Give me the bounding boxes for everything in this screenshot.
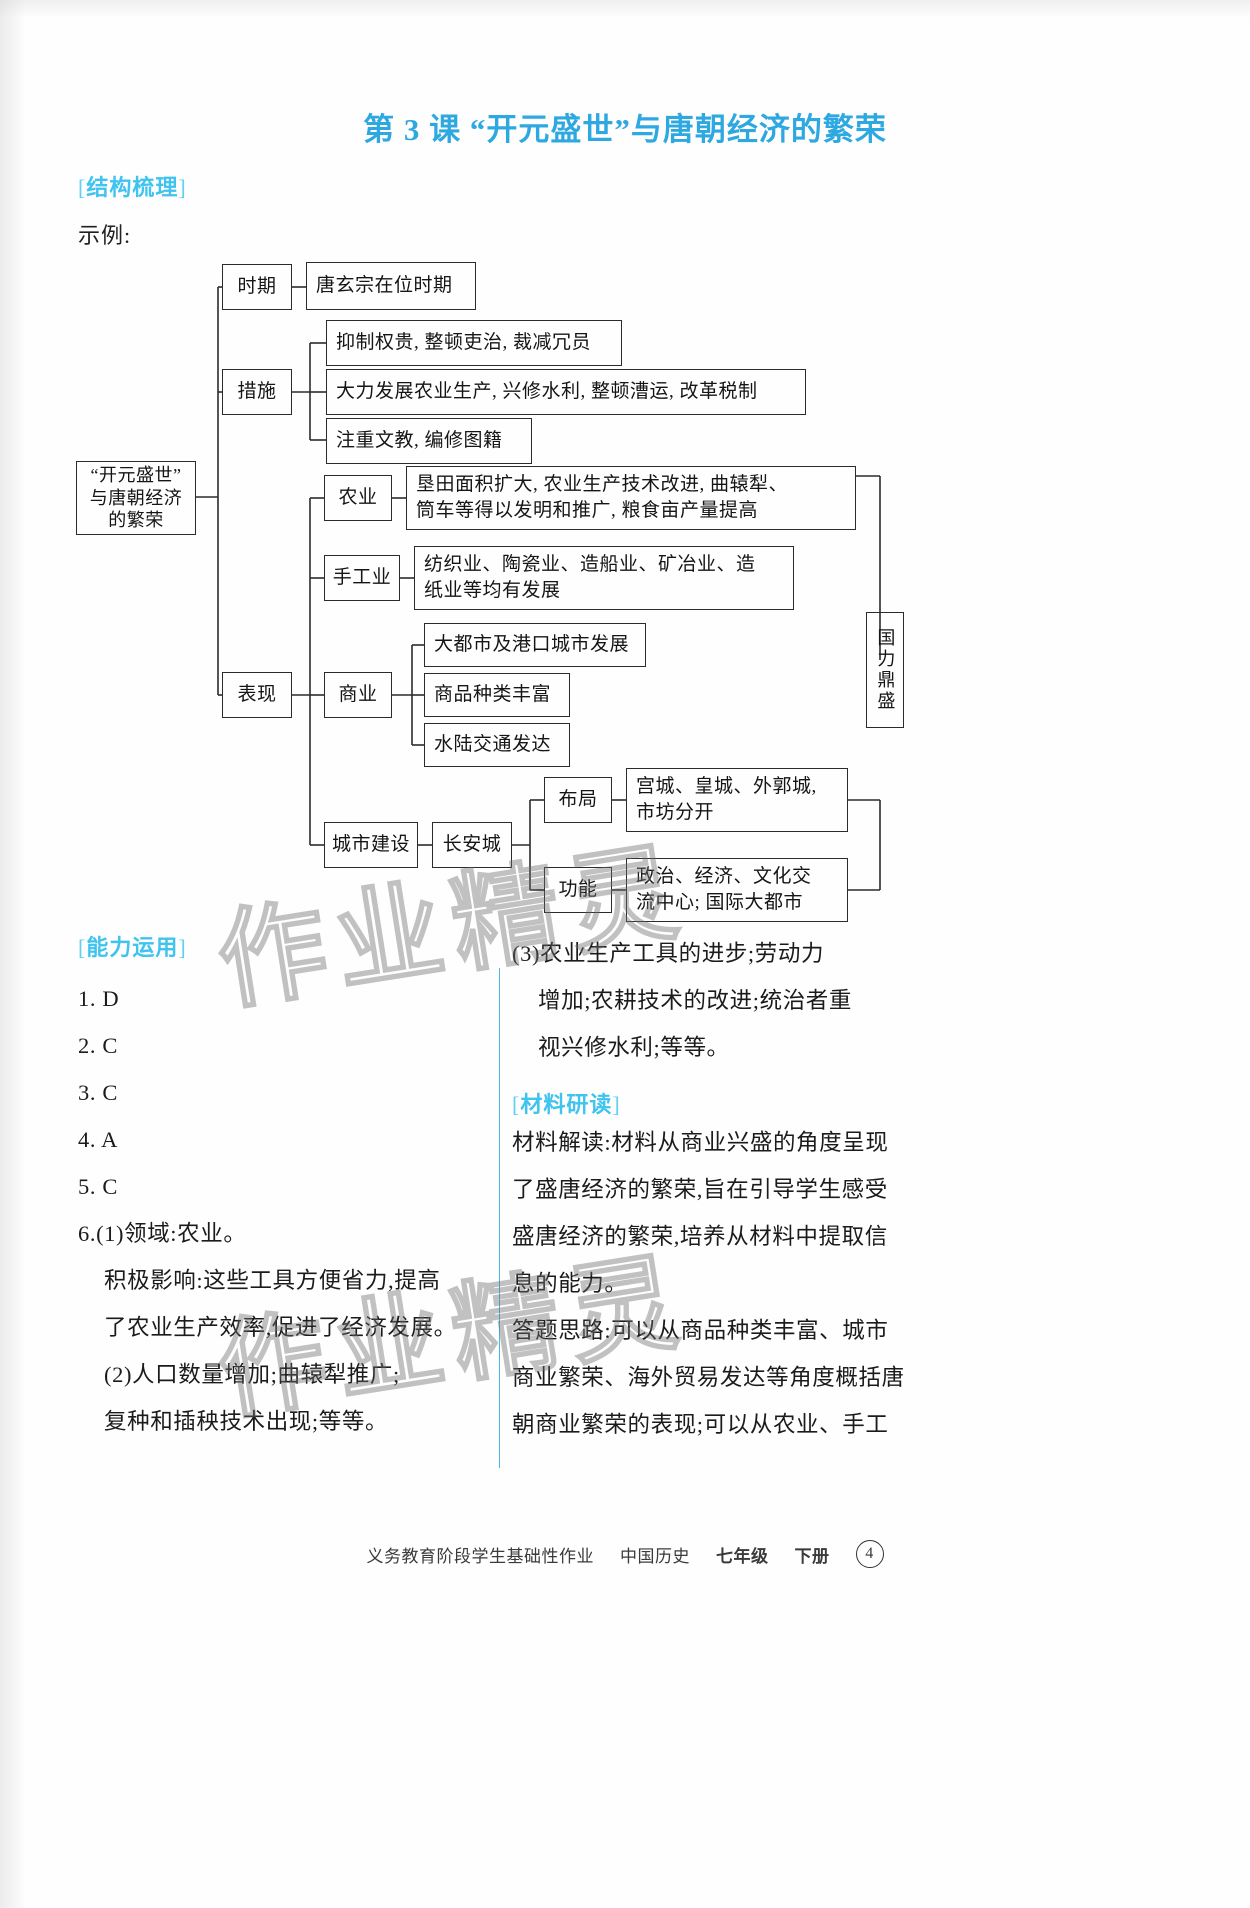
diagram-node-commerce-item-3: 水陆交通发达 — [424, 723, 570, 767]
diagram-node-function-text: 政治、经济、文化交 流中心; 国际大都市 — [626, 858, 848, 922]
answer-number: 3. — [78, 1080, 97, 1105]
diagram-node-handicraft-label: 手工业 — [324, 555, 400, 601]
root-line-3: 的繁荣 — [108, 510, 164, 531]
diagram-node-outcome: 国力鼎盛 — [866, 612, 904, 728]
answers-column-left: 1. D 2. C 3. C 4. A 5. C 6.(1)领域:农业。 积极影… — [78, 975, 478, 1445]
diagram-node-layout-text: 宫城、皇城、外郭城, 市坊分开 — [626, 768, 848, 832]
answer-number: 5. — [78, 1174, 97, 1199]
answer-value: C — [102, 1033, 118, 1058]
bracket-open: [ — [512, 1092, 521, 1117]
page-footer: 义务教育阶段学生基础性作业 中国历史 七年级 下册 4 — [0, 1540, 1250, 1568]
layout-line-1: 宫城、皇城、外郭城, — [636, 775, 817, 797]
answer-value: A — [101, 1127, 118, 1152]
footer-subject: 中国历史 — [620, 1546, 690, 1566]
diagram-node-commerce-item-2: 商品种类丰富 — [424, 673, 570, 717]
column-divider — [499, 968, 500, 1468]
page-title: 第 3 课 “开元盛世”与唐朝经济的繁荣 — [363, 112, 887, 147]
answer-number: 1. — [78, 986, 97, 1011]
diagram-node-commerce-label: 商业 — [324, 672, 392, 718]
diagram-node-manifest-label: 表现 — [222, 672, 292, 718]
bracket-open: [ — [78, 175, 87, 200]
diagram-node-measure-2: 大力发展农业生产, 兴修水利, 整顿漕运, 改革税制 — [326, 369, 806, 415]
diagram-node-root: “开元盛世” 与唐朝经济 的繁荣 — [76, 461, 196, 535]
answer-q6-line: 复种和插秧技术出现;等等。 — [104, 1409, 389, 1434]
footer-page-number: 4 — [855, 1540, 884, 1568]
diagram-node-handicraft-text: 纺织业、陶瓷业、造船业、矿冶业、造 纸业等均有发展 — [414, 546, 794, 610]
section-header-structure: [结构梳理] — [78, 170, 187, 202]
answer-row: 1. D — [78, 975, 478, 1022]
section-header-material: [材料研读] — [512, 1081, 944, 1129]
example-label: 示例: — [78, 223, 132, 248]
answer-number: 4. — [78, 1127, 97, 1152]
answers-column-right: (3)农业生产工具的进步;劳动力 增加;农耕技术的改进;统治者重 视兴修水利;等… — [512, 930, 944, 1448]
material-line: 盛唐经济的繁荣,培养从材料中提取信 — [512, 1224, 888, 1249]
section-header-ability: [能力运用] — [78, 930, 187, 962]
diagram-node-urban-label: 城市建设 — [324, 822, 418, 868]
answer-row: 4. A — [78, 1116, 478, 1163]
answer-q6-line: 6.(1)领域:农业。 — [78, 1221, 247, 1246]
diagram-node-measure-1: 抑制权贵, 整顿吏治, 裁减冗员 — [326, 320, 622, 366]
section-label-ability: 能力运用 — [86, 935, 179, 960]
material-line: 朝商业繁荣的表现;可以从农业、手工 — [512, 1412, 889, 1437]
root-line-1: “开元盛世” — [90, 465, 182, 486]
answer-q6-right-line: 增加;农耕技术的改进;统治者重 — [538, 988, 853, 1013]
answer-row: 5. C — [78, 1163, 478, 1210]
footer-volume: 下册 — [794, 1546, 830, 1566]
diagram-node-changan-label: 长安城 — [432, 822, 512, 868]
function-line-1: 政治、经济、文化交 — [636, 865, 812, 887]
answer-q6-line: 了农业生产效率,促进了经济发展。 — [104, 1315, 457, 1340]
diagram-node-function-label: 功能 — [544, 867, 612, 913]
agriculture-line-2: 筒车等得以发明和推广, 粮食亩产量提高 — [416, 500, 759, 521]
handicraft-line-2: 纸业等均有发展 — [424, 580, 561, 601]
material-line: 息的能力。 — [512, 1271, 628, 1296]
answer-value: D — [102, 986, 120, 1011]
bracket-open: [ — [78, 935, 87, 960]
section-label-material: 材料研读 — [520, 1092, 613, 1117]
answer-q6-line: 积极影响:这些工具方便省力,提高 — [104, 1268, 441, 1293]
structure-diagram: “开元盛世” 与唐朝经济 的繁荣 时期 唐玄宗在位时期 措施 抑制权贵, 整顿吏… — [0, 240, 1250, 922]
diagram-node-measures-label: 措施 — [222, 369, 292, 415]
bracket-close: ] — [612, 1092, 621, 1117]
layout-line-2: 市坊分开 — [636, 802, 715, 823]
diagram-node-agriculture-label: 农业 — [324, 475, 392, 521]
footer-grade: 七年级 — [716, 1546, 769, 1566]
answer-row: 2. C — [78, 1022, 478, 1069]
root-line-2: 与唐朝经济 — [89, 487, 183, 508]
diagram-node-period-value: 唐玄宗在位时期 — [306, 262, 476, 310]
diagram-node-layout-label: 布局 — [544, 777, 612, 823]
material-line: 材料解读:材料从商业兴盛的角度呈现 — [512, 1130, 889, 1155]
answer-q6-right-line: (3)农业生产工具的进步;劳动力 — [512, 941, 825, 966]
material-line: 了盛唐经济的繁荣,旨在引导学生感受 — [512, 1177, 888, 1202]
diagram-node-commerce-item-1: 大都市及港口城市发展 — [424, 623, 646, 667]
bracket-close: ] — [178, 935, 187, 960]
function-line-2: 流中心; 国际大都市 — [636, 892, 804, 913]
answer-value: C — [102, 1080, 118, 1105]
page-edge-shadow-left — [0, 0, 26, 1908]
section-label-structure: 结构梳理 — [86, 175, 179, 200]
answer-number: 2. — [78, 1033, 97, 1058]
handicraft-line-1: 纺织业、陶瓷业、造船业、矿冶业、造 — [424, 553, 756, 575]
diagram-connectors — [196, 286, 881, 891]
material-line: 答题思路:可以从商品种类丰富、城市 — [512, 1318, 889, 1343]
agriculture-line-1: 垦田面积扩大, 农业生产技术改进, 曲辕犁、 — [416, 473, 789, 495]
diagram-node-period-label: 时期 — [222, 264, 292, 310]
answer-q6-right-line: 视兴修水利;等等。 — [538, 1035, 730, 1060]
diagram-node-measure-3: 注重文教, 编修图籍 — [326, 418, 532, 464]
page-edge-shadow-top — [0, 0, 1250, 18]
answer-value: C — [102, 1174, 118, 1199]
diagram-node-agriculture-text: 垦田面积扩大, 农业生产技术改进, 曲辕犁、 筒车等得以发明和推广, 粮食亩产量… — [406, 466, 856, 530]
material-line: 商业繁荣、海外贸易发达等角度概括唐 — [512, 1365, 905, 1390]
answer-row: 3. C — [78, 1069, 478, 1116]
footer-series: 义务教育阶段学生基础性作业 — [366, 1546, 594, 1566]
answer-q6-line: (2)人口数量增加;曲辕犁推广; — [104, 1362, 400, 1387]
bracket-close: ] — [178, 175, 187, 200]
